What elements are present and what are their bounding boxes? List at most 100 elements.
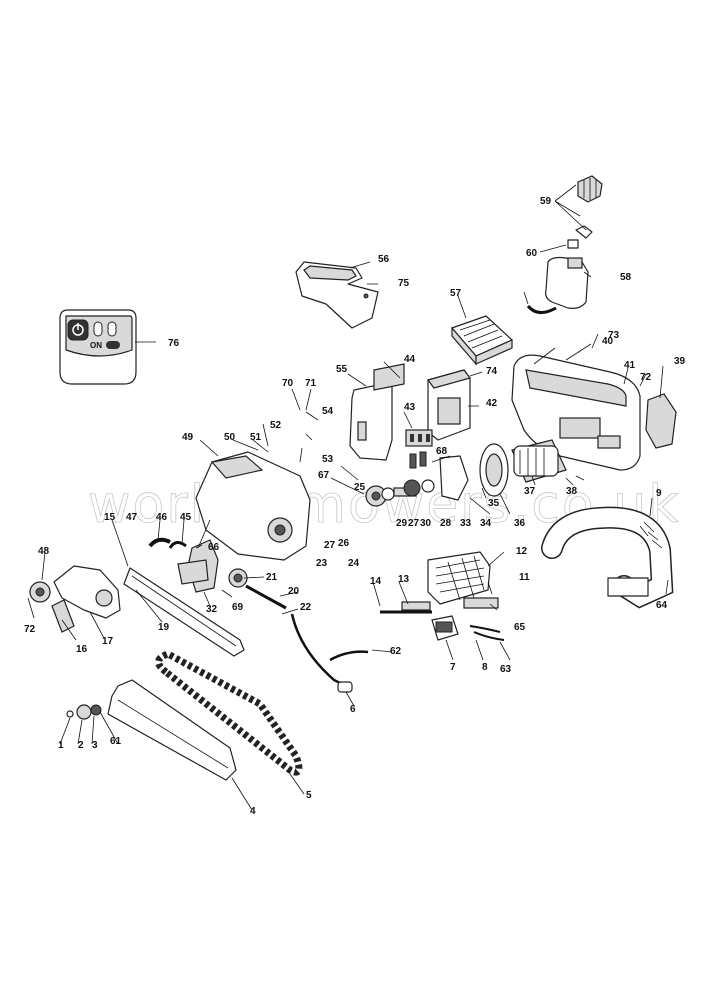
pins — [409, 451, 427, 469]
callout-39: 39 — [674, 356, 686, 367]
callout-47: 47 — [126, 512, 138, 523]
callout-13: 13 — [398, 574, 410, 585]
fan-guard — [479, 443, 509, 497]
callout-66: 66 — [208, 542, 220, 553]
callout-26: 26 — [338, 538, 350, 549]
callout-58: 58 — [620, 272, 632, 283]
callout-70: 70 — [282, 378, 294, 389]
power-icon — [67, 319, 89, 341]
callout-43: 43 — [404, 402, 416, 413]
callout-56: 56 — [378, 254, 390, 265]
callout-76: 76 — [168, 338, 180, 349]
callout-34: 34 — [480, 518, 492, 529]
vent-grille — [427, 551, 491, 605]
oil-cap-seal — [567, 239, 579, 249]
motor — [511, 439, 567, 483]
tension-knob — [29, 581, 51, 603]
callout-54: 54 — [322, 406, 334, 417]
callout-29: 29 — [396, 518, 408, 529]
callout-7: 7 — [450, 662, 456, 673]
callout-33: 33 — [460, 518, 472, 529]
washer — [66, 710, 74, 718]
chain-cover — [53, 565, 121, 619]
clip — [168, 541, 187, 549]
callout-60: 60 — [526, 248, 538, 259]
switch-panel: ON — [59, 309, 137, 385]
callout-37: 37 — [524, 486, 536, 497]
callout-5: 5 — [306, 790, 312, 801]
side-cover — [645, 393, 677, 449]
spacer — [90, 704, 102, 716]
air-filter — [451, 315, 513, 366]
callout-3: 3 — [92, 740, 98, 751]
callout-67: 67 — [318, 470, 330, 481]
battery-housing-right — [426, 369, 472, 441]
callout-27: 27 — [408, 518, 420, 529]
callout-19: 19 — [158, 622, 170, 633]
bracket — [401, 601, 431, 611]
callout-8: 8 — [482, 662, 488, 673]
cover-latch — [51, 599, 75, 633]
nut — [76, 704, 92, 720]
callout-9: 9 — [656, 488, 662, 499]
callout-25: 25 — [354, 482, 366, 493]
callout-49: 49 — [182, 432, 194, 443]
callout-1: 1 — [58, 740, 64, 751]
callout-14: 14 — [370, 576, 382, 587]
switch-on-label: ON — [90, 341, 102, 350]
callout-50: 50 — [224, 432, 236, 443]
callout-52: 52 — [270, 420, 282, 431]
callout-20: 20 — [288, 586, 300, 597]
callout-71: 71 — [305, 378, 317, 389]
callout-65: 65 — [514, 622, 526, 633]
callout-59: 59 — [540, 196, 552, 207]
callout-2: 2 — [78, 740, 84, 751]
callout-68: 68 — [436, 446, 448, 457]
callout-35: 35 — [488, 498, 500, 509]
handle-cover — [295, 261, 379, 329]
callout-36: 36 — [514, 518, 526, 529]
callout-30: 30 — [420, 518, 432, 529]
callout-69: 69 — [232, 602, 244, 613]
callout-16: 16 — [76, 644, 88, 655]
callout-61: 61 — [110, 736, 122, 747]
latch-plate — [463, 597, 499, 609]
callout-41: 41 — [624, 360, 636, 371]
callout-40: 40 — [602, 336, 614, 347]
front-handle — [541, 506, 674, 609]
callout-12: 12 — [516, 546, 528, 557]
saw-chain — [155, 650, 303, 776]
cable-plug — [337, 681, 353, 693]
callout-55: 55 — [336, 364, 348, 375]
toggle-icon — [106, 341, 120, 349]
callout-73: 73 — [608, 330, 620, 341]
callout-53: 53 — [322, 454, 334, 465]
callout-24: 24 — [348, 558, 360, 569]
callout-48: 48 — [38, 546, 50, 557]
callout-15: 15 — [104, 512, 116, 523]
terminal-block — [405, 429, 433, 447]
callout-22: 22 — [300, 602, 312, 613]
callout-4: 4 — [250, 806, 256, 817]
callout-42: 42 — [486, 398, 498, 409]
sprocket — [228, 568, 248, 588]
brake-band — [177, 559, 209, 585]
callout-32: 32 — [206, 604, 218, 615]
callout-45: 45 — [180, 512, 192, 523]
callout-64: 64 — [656, 600, 668, 611]
callout-23: 23 — [316, 558, 328, 569]
callout-63: 63 — [500, 664, 512, 675]
callout-46: 46 — [156, 512, 168, 523]
motor-housing — [195, 451, 311, 561]
callout-57: 57 — [450, 288, 462, 299]
shaft — [245, 584, 287, 610]
callout-72: 72 — [24, 624, 36, 635]
oil-tank — [545, 256, 589, 309]
battery-housing-left — [349, 363, 405, 461]
callout-74: 74 — [486, 366, 498, 377]
callout-27: 27 — [324, 540, 336, 551]
callout-11: 11 — [519, 572, 530, 583]
